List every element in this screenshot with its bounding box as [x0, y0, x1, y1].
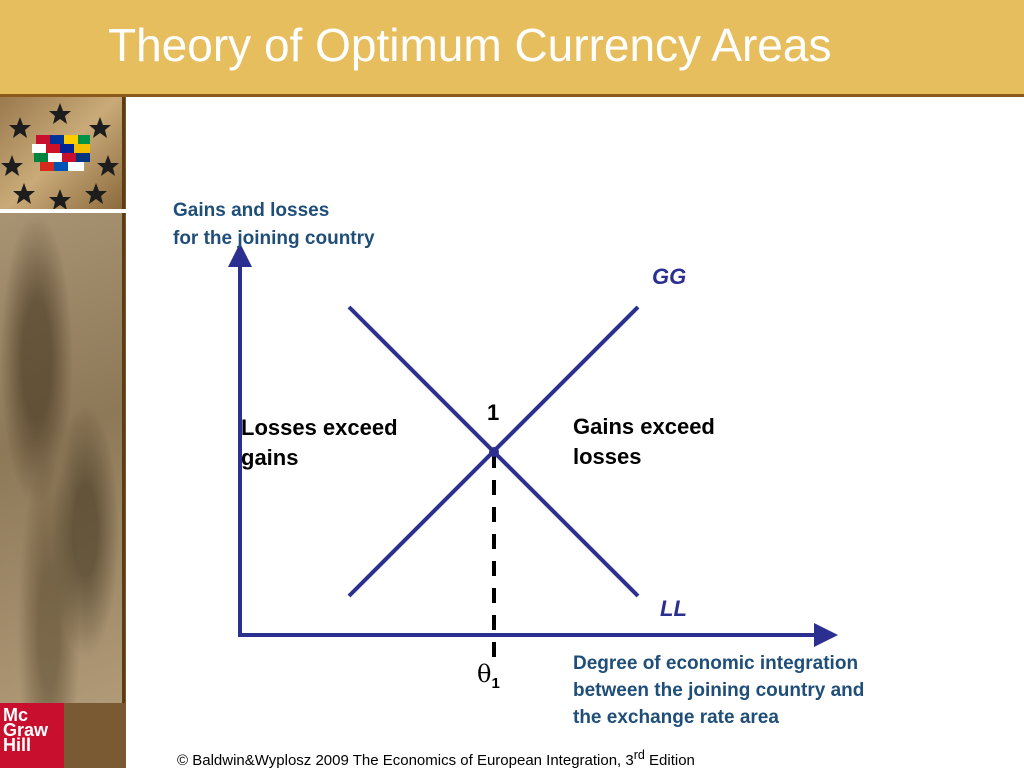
footer-text: © Baldwin&Wyplosz 2009 The Economics of …	[177, 752, 634, 769]
x-axis-title-line: the exchange rate area	[573, 707, 779, 728]
gg-curve-label: GG	[652, 264, 687, 289]
title-bar: Theory of Optimum Currency Areas	[0, 0, 1024, 97]
mcgraw-hill-logo: Mc Graw Hill	[0, 703, 64, 768]
gains-exceed-losses-label: Gains exceed losses	[573, 412, 715, 472]
copyright-footer: © Baldwin&Wyplosz 2009 The Economics of …	[177, 748, 695, 769]
region-text-line: losses	[573, 444, 642, 469]
x-axis-title: Degree of economic integration between t…	[573, 650, 864, 731]
intersection-label: 1	[487, 400, 500, 425]
region-text-line: gains	[241, 445, 299, 470]
star-icon	[97, 155, 119, 176]
footer-superscript: rd	[633, 748, 645, 762]
eu-flags-graphic	[1, 103, 119, 209]
theta-threshold-label: θ1	[477, 660, 500, 692]
eu-flags-image	[0, 97, 125, 209]
star-icon	[13, 183, 35, 204]
star-icon	[89, 117, 111, 138]
star-icon	[49, 189, 71, 209]
theta-symbol: θ	[477, 660, 492, 688]
logo-line: Graw	[3, 720, 49, 740]
star-icon	[9, 117, 31, 138]
sand-starfish-image	[0, 213, 125, 703]
footer-text-end: Edition	[644, 752, 695, 769]
slide-title: Theory of Optimum Currency Areas	[108, 19, 832, 71]
y-axis-title-line: for the joining country	[173, 228, 375, 249]
logo-line: Hill	[3, 735, 32, 755]
star-icon	[1, 155, 23, 176]
y-axis-title: Gains and losses for the joining country	[173, 197, 375, 253]
sidebar-divider	[0, 209, 126, 213]
star-icon	[85, 183, 107, 204]
flags-cluster	[32, 135, 90, 171]
y-axis-title-line: Gains and losses	[173, 200, 330, 221]
x-axis-title-line: Degree of economic integration	[573, 653, 859, 674]
star-icon	[49, 103, 71, 124]
losses-exceed-gains-label: Losses exceed gains	[241, 413, 398, 473]
ll-curve-label: LL	[660, 596, 687, 621]
region-text-line: Losses exceed	[241, 415, 398, 440]
logo-line: Mc	[3, 705, 29, 725]
x-axis-title-line: between the joining country and	[573, 680, 865, 701]
region-text-line: Gains exceed	[573, 414, 715, 439]
theta-subscript: 1	[491, 674, 500, 692]
intersection-point	[489, 447, 499, 457]
